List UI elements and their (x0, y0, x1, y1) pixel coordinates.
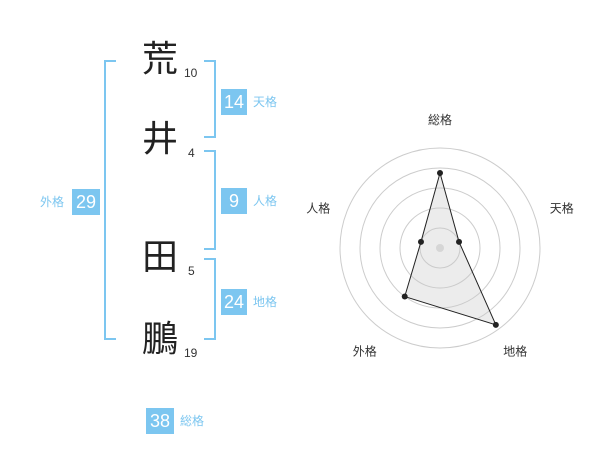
gaikaku-bracket (104, 60, 116, 340)
stroke-count-2: 4 (188, 146, 195, 160)
gaikaku-score: 29 (72, 189, 100, 215)
radar-ring-5 (339, 147, 541, 349)
stroke-count-3: 5 (188, 264, 195, 278)
radar-point-5 (417, 238, 424, 245)
jinkaku-label: 人格 (253, 194, 278, 208)
radar-ring-4 (359, 167, 521, 329)
chikaku-bracket (204, 258, 216, 340)
stroke-count-4: 19 (184, 346, 198, 360)
radar-ring-2 (399, 207, 481, 289)
tenkaku-label: 天格 (253, 95, 278, 109)
radar-axis-label-5: 人格 (306, 200, 330, 215)
radar-point-2 (456, 238, 463, 245)
radar-center (436, 244, 444, 252)
radar-axis-label-2: 天格 (550, 200, 574, 215)
stroke-count-1: 10 (184, 66, 198, 80)
radar-point-1 (437, 170, 443, 176)
radar-ring-1 (419, 227, 461, 269)
jinkaku-bracket (204, 150, 216, 250)
radar-axis-label-1: 総格 (428, 112, 452, 127)
soukaku-label: 総格 (180, 414, 205, 428)
name-char-2: 井 (141, 119, 178, 160)
radar-series-polygon (404, 171, 497, 326)
tenkaku-bracket (204, 60, 216, 138)
radar-axis-label-3: 地格 (503, 344, 527, 359)
jinkaku-score: 9 (221, 188, 247, 214)
radar-point-3 (492, 321, 499, 328)
radar-axis-label-4: 外格 (353, 344, 377, 359)
name-char-4: 鵬 (141, 319, 178, 360)
gaikaku-label: 外格 (40, 195, 65, 209)
soukaku-score: 38 (146, 408, 174, 434)
name-char-3: 田 (141, 237, 178, 278)
radar-point-4 (401, 293, 408, 300)
chikaku-label: 地格 (253, 295, 278, 309)
tenkaku-score: 14 (221, 89, 247, 115)
name-char-1: 荒 (141, 39, 178, 80)
chikaku-score: 24 (221, 289, 247, 315)
